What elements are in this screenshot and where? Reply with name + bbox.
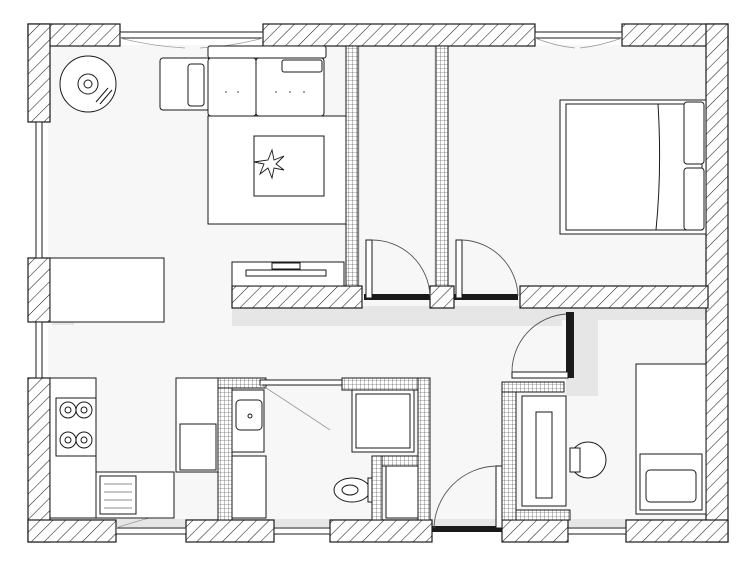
bedroom-furniture (559, 99, 707, 235)
kitchen-furniture (49, 377, 267, 519)
sofa-buttons (225, 91, 305, 93)
side-table-detail (95, 87, 113, 105)
interior-walls (231, 285, 709, 309)
window-swings (115, 37, 623, 529)
office-furniture (521, 363, 707, 515)
windows (35, 31, 627, 535)
living-room-furniture (49, 45, 347, 323)
tile-walls (217, 45, 571, 521)
doors (259, 239, 574, 532)
bathroom-fixtures (333, 389, 419, 519)
